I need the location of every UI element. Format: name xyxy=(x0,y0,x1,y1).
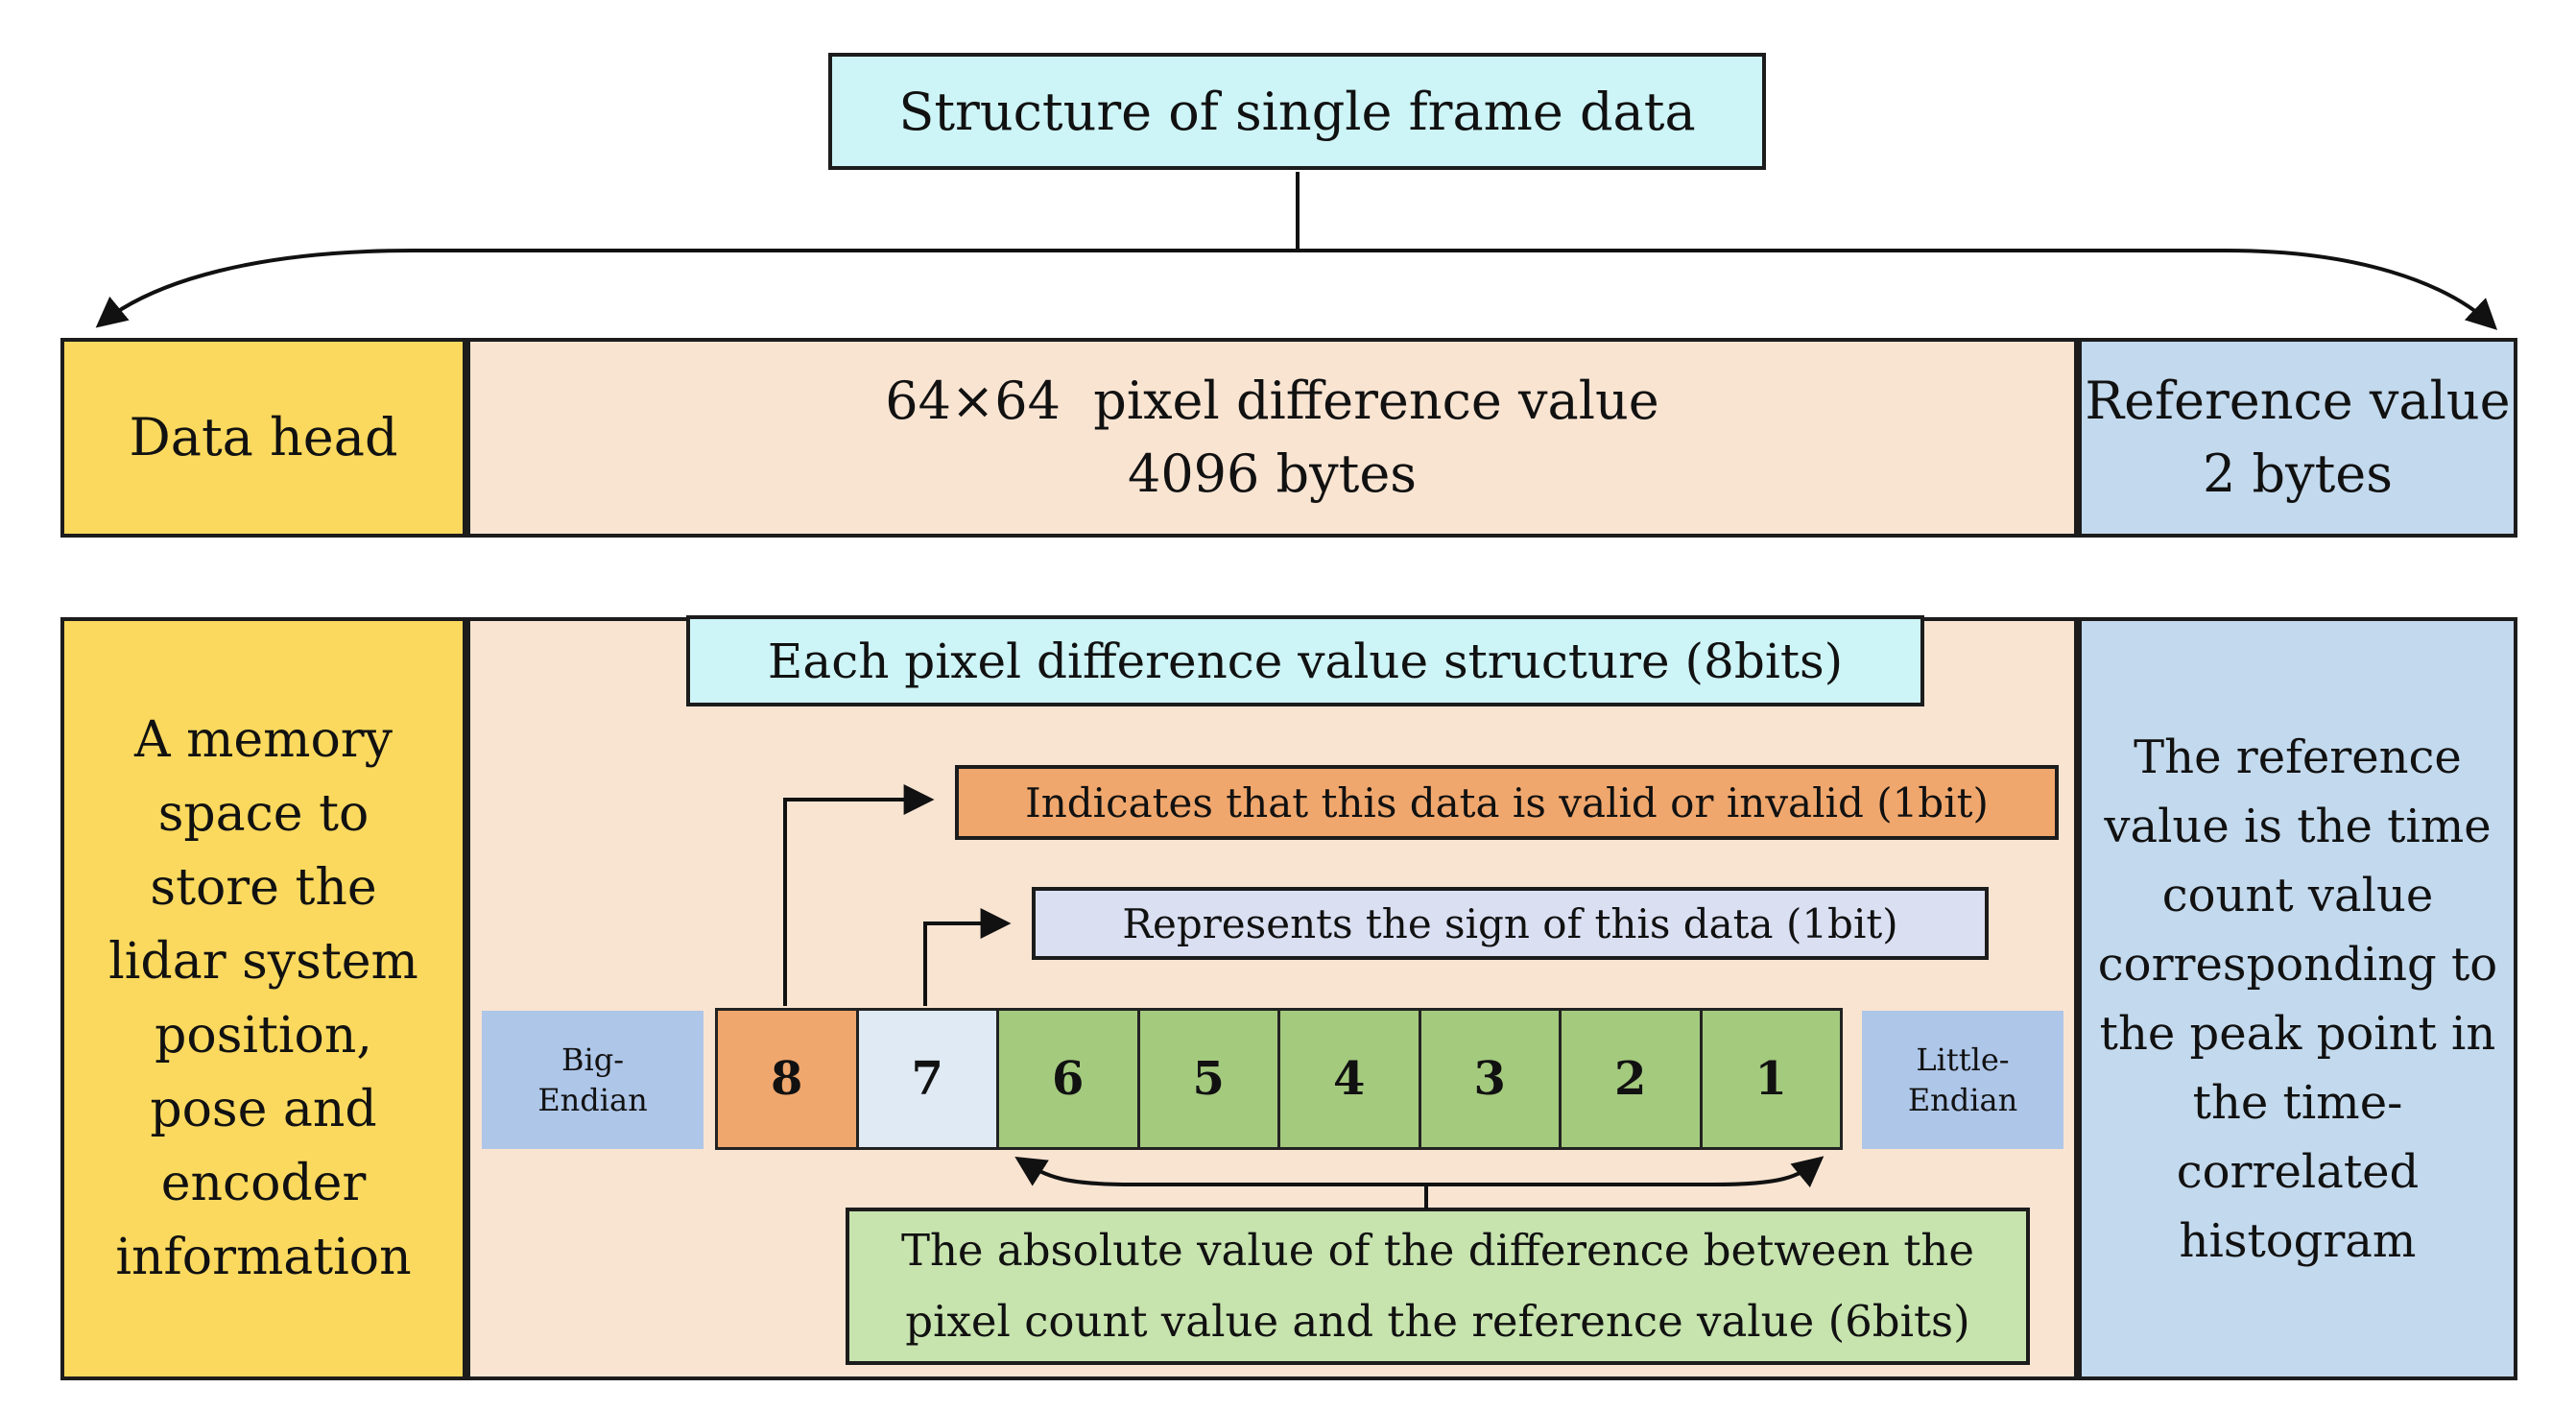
big-endian-line: Big- xyxy=(561,1041,625,1078)
little-endian-line: Endian xyxy=(1907,1082,2018,1118)
structure-header-label: Each pixel difference value structure (8… xyxy=(767,633,1844,689)
memory-space-block: A memory space to store the lidar system… xyxy=(60,617,466,1380)
bit-cell-8: 8 xyxy=(715,1008,859,1150)
pixel-difference-block: 64×64 pixel difference value 4096 bytes xyxy=(466,338,2078,538)
reference-value-size: 2 bytes xyxy=(2203,443,2393,504)
split-arrow-right xyxy=(1298,249,2498,330)
valid-bit-note: Indicates that this data is valid or inv… xyxy=(1025,778,1989,826)
little-endian-label-box: Little- Endian xyxy=(1862,1011,2063,1149)
reference-note-block: The reference value is the time count va… xyxy=(2078,617,2517,1380)
bit-field-row: 8 7 6 5 4 3 2 1 xyxy=(715,1008,1843,1150)
memory-line: information xyxy=(115,1228,412,1286)
diagram-title: Structure of single frame data xyxy=(898,81,1696,142)
diagram-title-box: Structure of single frame data xyxy=(828,53,1766,170)
memory-line: encoder xyxy=(160,1154,367,1212)
bit-cell-7: 7 xyxy=(855,1008,999,1150)
reference-note-line: The reference xyxy=(2134,730,2462,784)
memory-line: space to xyxy=(157,784,370,843)
reference-note-line: the time- xyxy=(2192,1075,2403,1130)
data-head-block: Data head xyxy=(60,338,466,538)
reference-note-line: corresponding to xyxy=(2097,937,2498,992)
reference-note-line: correlated xyxy=(2176,1144,2420,1199)
sign-bit-note: Represents the sign of this data (1bit) xyxy=(1122,899,1898,947)
memory-line: pose and xyxy=(150,1080,377,1138)
reference-note-line: value is the time xyxy=(2104,799,2492,853)
reference-value-block: Reference value 2 bytes xyxy=(2078,338,2517,538)
absolute-value-note-line: The absolute value of the difference bet… xyxy=(900,1225,1975,1276)
data-head-label: Data head xyxy=(129,407,398,467)
reference-note-line: count value xyxy=(2161,868,2434,922)
valid-bit-note-box: Indicates that this data is valid or inv… xyxy=(955,765,2059,840)
reference-note-line: the peak point in xyxy=(2099,1006,2496,1061)
bit-cell-6: 6 xyxy=(996,1008,1140,1150)
structure-header-box: Each pixel difference value structure (8… xyxy=(686,615,1924,706)
memory-line: position, xyxy=(155,1006,372,1065)
split-arrow-left xyxy=(95,249,1298,328)
bit-cell-5: 5 xyxy=(1136,1008,1280,1150)
memory-line: lidar system xyxy=(108,932,418,991)
bit-cell-3: 3 xyxy=(1418,1008,1562,1150)
sign-bit-note-box: Represents the sign of this data (1bit) xyxy=(1032,887,1989,960)
bit-cell-4: 4 xyxy=(1277,1008,1421,1150)
reference-value-label: Reference value xyxy=(2085,371,2511,431)
little-endian-line: Little- xyxy=(1916,1041,2010,1078)
absolute-value-note-box: The absolute value of the difference bet… xyxy=(846,1208,2030,1365)
bit-cell-2: 2 xyxy=(1559,1008,1703,1150)
absolute-value-note-line: pixel count value and the reference valu… xyxy=(905,1296,1970,1347)
bit-cell-1: 1 xyxy=(1699,1008,1843,1150)
memory-line: A memory xyxy=(133,710,393,769)
reference-note-line: histogram xyxy=(2179,1213,2417,1268)
pixel-difference-size: 4096 bytes xyxy=(1127,443,1418,504)
big-endian-line: Endian xyxy=(537,1082,648,1118)
memory-line: store the xyxy=(150,858,377,917)
pixel-difference-label: 64×64 pixel difference value xyxy=(885,371,1659,431)
big-endian-label-box: Big- Endian xyxy=(482,1011,704,1149)
